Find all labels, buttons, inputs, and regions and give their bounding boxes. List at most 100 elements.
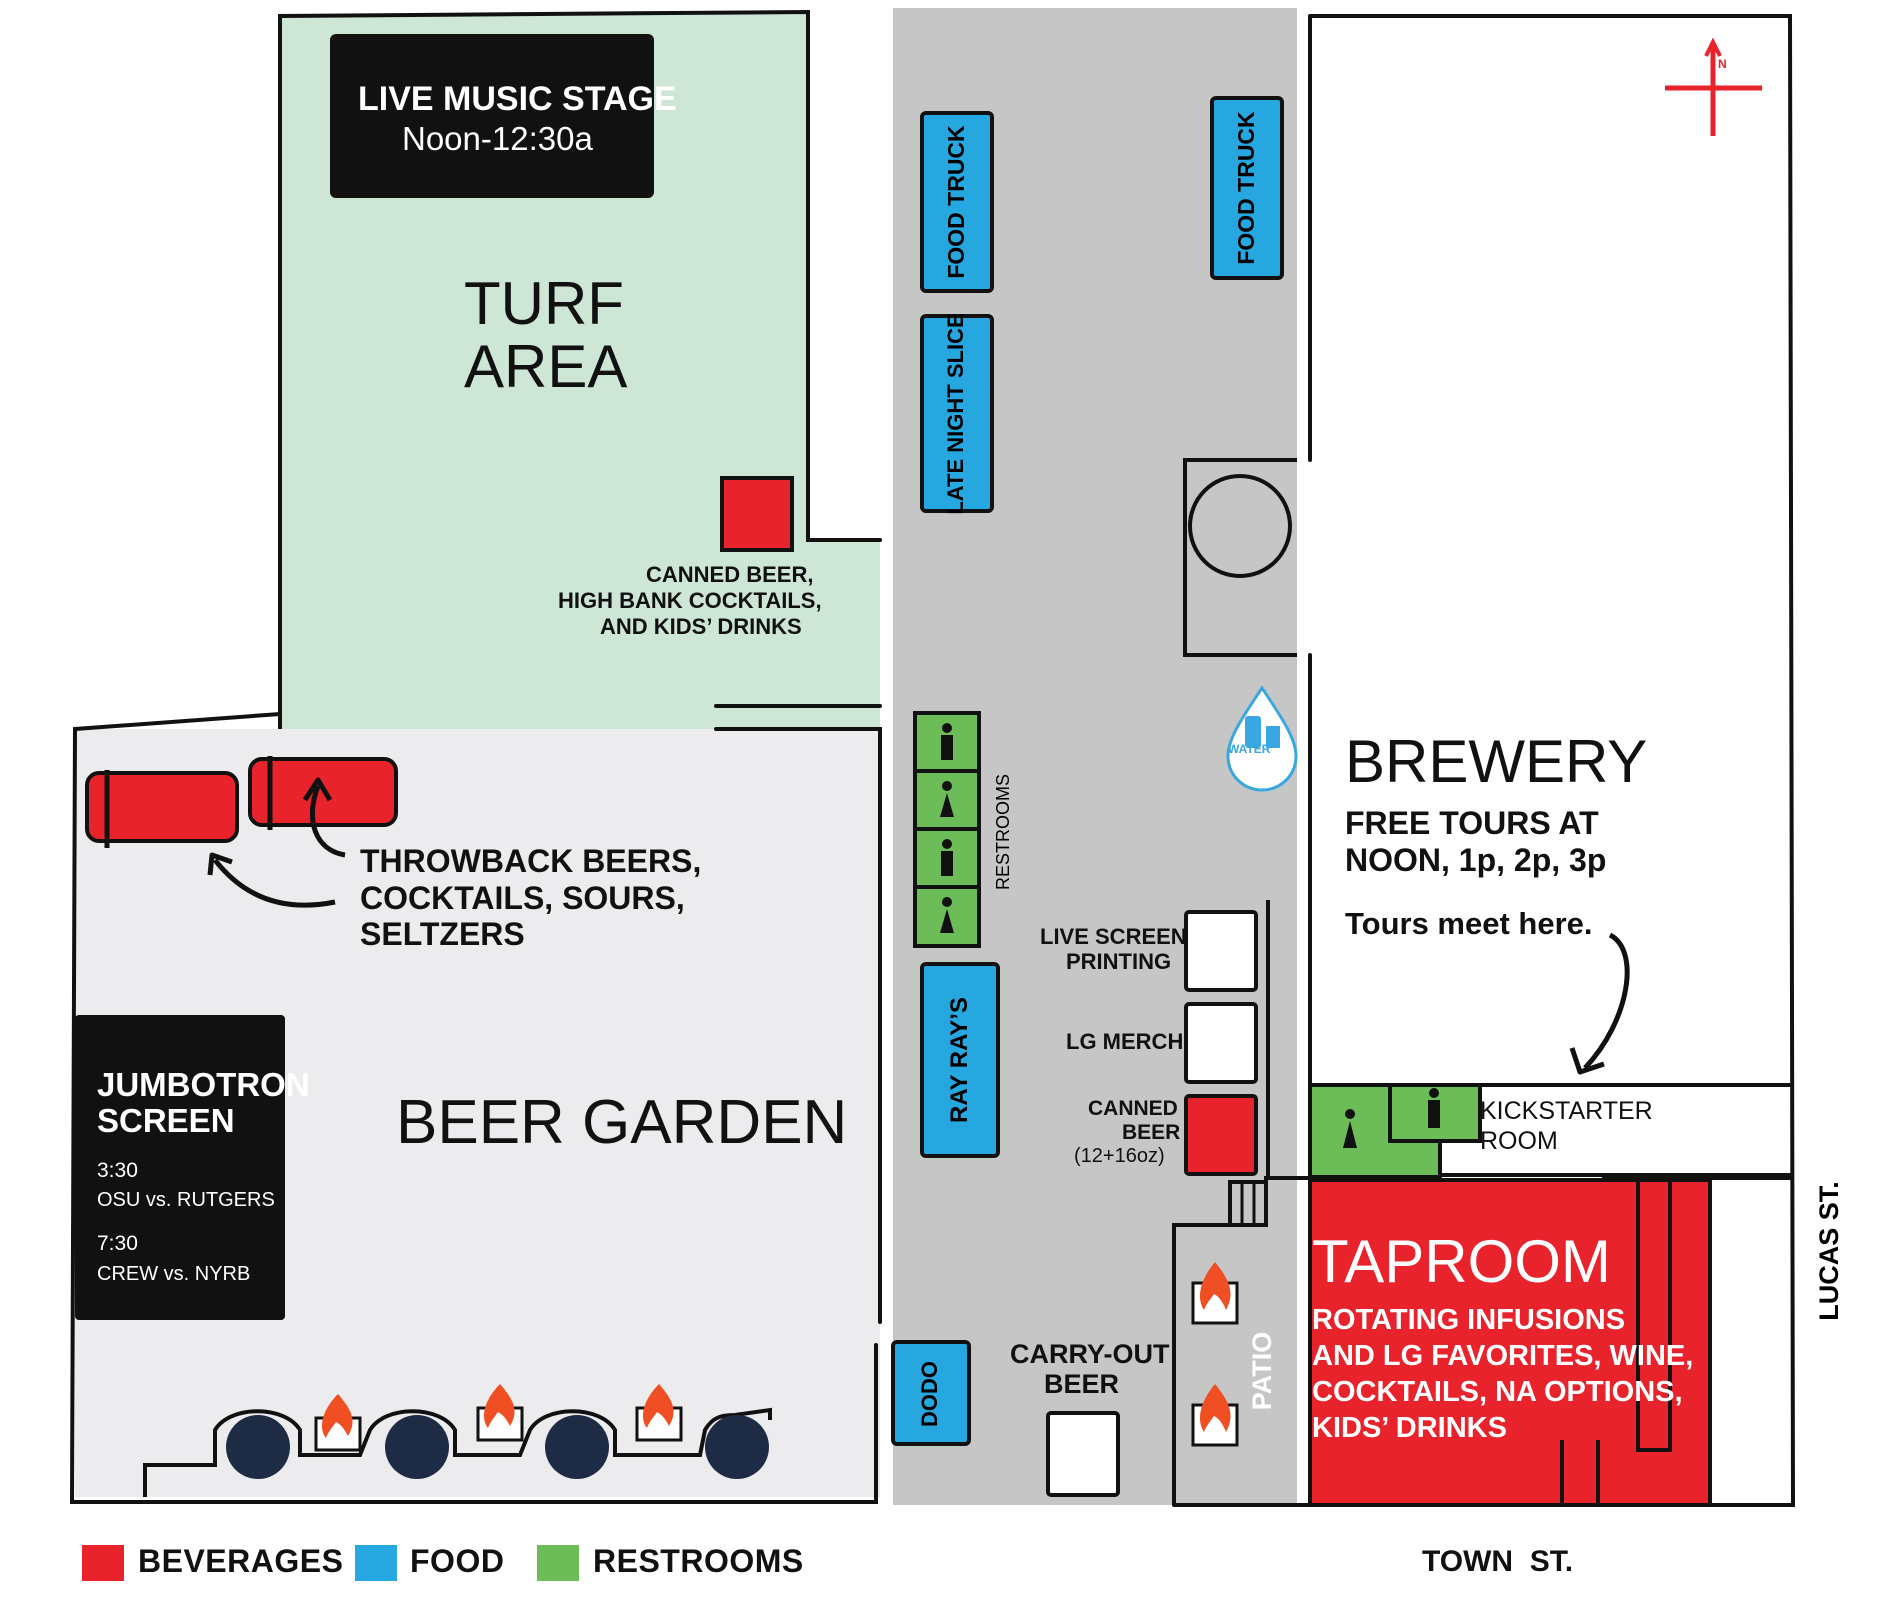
compass-north-label: N (1718, 57, 1727, 71)
legend-food-label: FOOD (410, 1543, 505, 1579)
lg-merch-booth (1184, 1002, 1258, 1084)
patio-area (1172, 1176, 1310, 1505)
kickstarter-label-1: KICKSTARTER (1480, 1097, 1653, 1125)
turf-label-line1: TURF (464, 270, 624, 337)
carry-out-beer-booth (1046, 1411, 1120, 1497)
turf-label-line2: AREA (464, 333, 628, 400)
fire-pit-icon (1191, 1384, 1239, 1447)
fire-pit-icon (635, 1384, 683, 1442)
shrub-3 (545, 1415, 609, 1479)
female-restroom-icon (940, 781, 954, 817)
restroom-column (913, 711, 981, 948)
compass-icon (1665, 37, 1762, 136)
throwback-line1: THROWBACK BEERS, (360, 843, 702, 879)
taproom-bar (1636, 1180, 1672, 1452)
throwback-line3: SELTZERS (360, 916, 525, 952)
carry-out-label-1: CARRY-OUT (1010, 1339, 1170, 1369)
taproom-desc-line4: KIDS’ DRINKS (1312, 1412, 1507, 1444)
canned-beer-label-2: BEER (1122, 1121, 1181, 1144)
jumbotron-title-line1: JUMBOTRON (97, 1066, 310, 1103)
turf-bar-line1: CANNED BEER, (646, 562, 814, 587)
fire-pit-icon (1191, 1262, 1239, 1325)
stage-hours: Noon-12:30a (402, 120, 593, 157)
stage-title: LIVE MUSIC STAGE (358, 80, 677, 118)
turf-outline (278, 9, 882, 731)
turf-bar-stand (720, 476, 794, 552)
legend-beverages-label: BEVERAGES (138, 1543, 344, 1579)
brewery-label: BREWERY (1345, 728, 1648, 795)
beer-garden-label: BEER GARDEN (396, 1088, 848, 1157)
canned-beer-label-1: CANNED (1088, 1097, 1178, 1120)
restrooms-label: RESTROOMS (993, 774, 1013, 891)
carry-out-label-2: BEER (1044, 1369, 1120, 1399)
food-truck-1-label: FOOD TRUCK (943, 125, 969, 279)
late-night-slice-label: LATE NIGHT SLICE (943, 313, 968, 515)
turf-bar-line3: AND KIDS’ DRINKS (600, 614, 802, 639)
food-truck-2-stand (1210, 96, 1284, 280)
jumbotron-title-line2: SCREEN (97, 1102, 235, 1139)
throwback-arrow-1 (213, 858, 336, 908)
male-restroom-icon (1428, 1088, 1440, 1128)
dodo-label: DODO (917, 1361, 942, 1427)
female-restroom-icon (1343, 1109, 1357, 1148)
throwback-line2: COCKTAILS, SOURS, (360, 880, 685, 916)
male-restroom-icon (941, 839, 953, 876)
tours-arrow-head (1569, 1047, 1605, 1075)
jumbotron-time-2: 7:30 (97, 1232, 138, 1255)
fire-pit-icon (314, 1394, 362, 1452)
turf-bar-line2: HIGH BANK COCKTAILS, (558, 588, 822, 613)
live-screen-printing-booth (1184, 910, 1258, 992)
town-street-label: TOWN ST. (1422, 1545, 1574, 1578)
late-night-slice-stand (920, 314, 994, 513)
legend-restrooms-label: RESTROOMS (593, 1543, 804, 1579)
throwback-arrow-2-head (302, 777, 333, 802)
live-screen-label-1: LIVE SCREEN (1040, 924, 1187, 949)
taproom-desc-line2: AND LG FAVORITES, WINE, (1312, 1340, 1694, 1372)
taproom-door (1560, 1440, 1600, 1505)
shrub-1 (226, 1415, 290, 1479)
jumbotron-match-1: OSU vs. RUTGERS (97, 1189, 275, 1211)
taproom-desc-line3: COCKTAILS, NA OPTIONS, (1312, 1376, 1683, 1408)
water-station-icon (1226, 685, 1298, 792)
jumbotron-time-1: 3:30 (97, 1159, 138, 1182)
lucas-street-label: LUCAS ST. (1814, 1181, 1844, 1321)
throwback-arrow-2 (309, 785, 346, 858)
lg-merch-label: LG MERCH (1066, 1029, 1184, 1054)
throwback-arrow-1-head (207, 852, 233, 876)
taproom-edge (1602, 1176, 1793, 1505)
taproom-desc-line1: ROTATING INFUSIONS (1312, 1304, 1626, 1336)
ray-rays-stand (920, 962, 1000, 1158)
beer-garden-outline (69, 712, 882, 1504)
live-music-stage (330, 34, 654, 198)
male-restroom-icon (941, 723, 953, 760)
canned-beer-booth (1184, 1094, 1258, 1176)
taproom-label: TAPROOM (1312, 1228, 1611, 1295)
legend-restrooms-swatch (537, 1545, 579, 1581)
shrub-4 (705, 1415, 769, 1479)
tours-arrow (1583, 932, 1630, 1070)
brewery-tours-line2: NOON, 1p, 2p, 3p (1345, 842, 1607, 878)
legend-beverages-swatch (82, 1545, 124, 1581)
ray-rays-label: RAY RAY’S (946, 997, 973, 1123)
food-truck-2-label: FOOD TRUCK (1233, 111, 1259, 265)
dodo-stand (891, 1340, 971, 1446)
jumbotron-match-2: CREW vs. NYRB (97, 1263, 251, 1285)
silo-structure (1183, 458, 1297, 657)
live-screen-label-2: PRINTING (1066, 949, 1172, 974)
shrub-2 (385, 1415, 449, 1479)
legend-food-swatch (355, 1545, 397, 1581)
kickstarter-label-2: ROOM (1480, 1127, 1558, 1155)
throwback-truck-1 (85, 770, 239, 848)
patio-label: PATIO (1247, 1331, 1277, 1411)
female-restroom-icon (940, 897, 954, 933)
tours-meet-label: Tours meet here. (1345, 906, 1593, 941)
fire-pit-icon (476, 1384, 524, 1442)
water-label: WATER (1228, 742, 1271, 756)
brewery-tours-line1: FREE TOURS AT (1345, 805, 1599, 841)
food-truck-1-stand (920, 111, 994, 293)
planter-wall (143, 1407, 772, 1497)
jumbotron-screen (75, 1015, 285, 1320)
canned-beer-label-3: (12+16oz) (1074, 1145, 1165, 1167)
